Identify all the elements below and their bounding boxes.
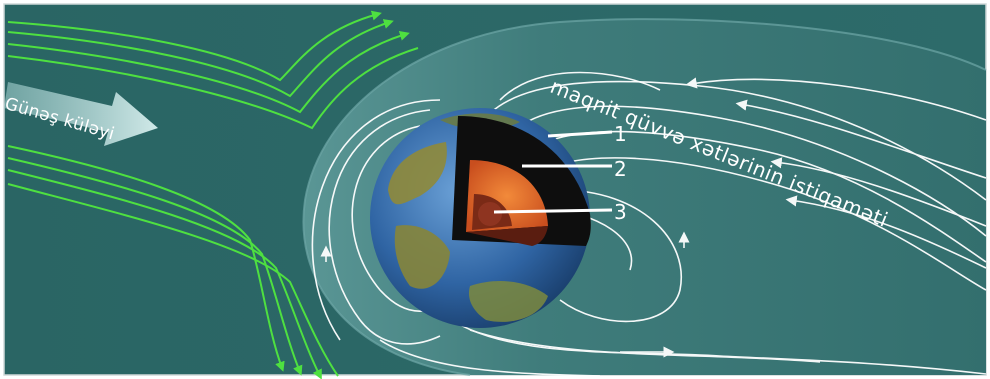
layer-number-1: 1	[614, 122, 627, 146]
solar-wind-lines-top	[7, 10, 419, 130]
solar-wind-arrow-icon	[4, 82, 158, 146]
solar-wind-lines-bottom	[7, 145, 339, 379]
earth	[370, 108, 591, 328]
field-lines-tail	[469, 77, 987, 291]
layer-number-3: 3	[614, 200, 627, 224]
layer-number-2: 2	[614, 157, 627, 181]
leader-line-3	[493, 208, 613, 214]
leader-line-1	[547, 130, 613, 138]
